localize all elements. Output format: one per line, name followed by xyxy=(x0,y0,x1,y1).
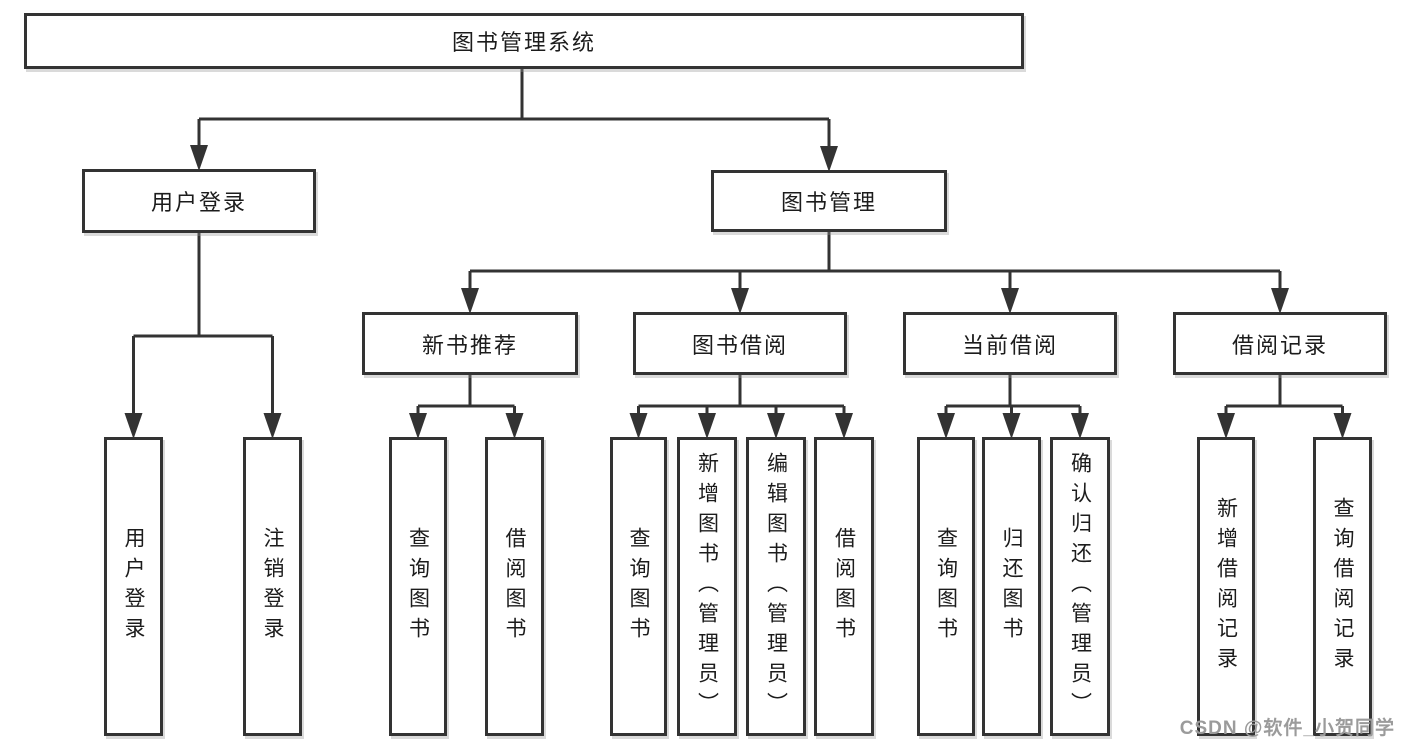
node-label: 查询图书 xyxy=(406,526,430,647)
node-label: 借阅记录 xyxy=(1231,332,1328,358)
node-label: 查询图书 xyxy=(627,526,650,647)
node-label: 当前借阅 xyxy=(961,332,1058,358)
leaf-confirm-return-admin: 确认归还（管理员） xyxy=(1050,437,1110,736)
node-current-borrowing: 当前借阅 xyxy=(903,312,1117,375)
node-label: 新增借阅记录 xyxy=(1214,496,1238,677)
node-label: 借阅图书 xyxy=(503,526,526,647)
leaf-query-books: 查询图书 xyxy=(917,437,975,736)
node-label: 确认归还（管理员） xyxy=(1068,451,1092,722)
leaf-edit-books-admin: 编辑图书（管理员） xyxy=(746,437,806,736)
node-book-management: 图书管理 xyxy=(711,170,947,232)
leaf-borrow-books: 借阅图书 xyxy=(814,437,874,736)
node-label: 图书管理 xyxy=(780,190,877,215)
node-label: 图书管理系统 xyxy=(451,30,596,55)
csdn-watermark: CSDN @软件_小贺同学 xyxy=(1179,718,1395,739)
node-book-borrowing: 图书借阅 xyxy=(633,312,847,375)
leaf-add-books-admin: 新增图书（管理员） xyxy=(677,437,737,736)
node-label: 新书推荐 xyxy=(421,332,518,358)
leaf-query-borrow-record: 查询借阅记录 xyxy=(1313,437,1372,736)
leaf-user-login: 用户登录 xyxy=(104,437,163,736)
node-label: 归还图书 xyxy=(1000,526,1023,647)
node-label: 图书借阅 xyxy=(691,332,788,358)
node-label: 查询图书 xyxy=(934,526,958,647)
leaf-borrow-books: 借阅图书 xyxy=(485,437,544,736)
node-label: 新增图书（管理员） xyxy=(695,451,719,722)
node-borrowing-records: 借阅记录 xyxy=(1173,312,1387,375)
node-label: 借阅图书 xyxy=(832,526,856,647)
leaf-return-books: 归还图书 xyxy=(982,437,1041,736)
node-label: 用户登录 xyxy=(150,190,247,215)
node-label: 注销登录 xyxy=(261,526,284,647)
node-user-login: 用户登录 xyxy=(82,169,316,233)
node-library-system: 图书管理系统 xyxy=(24,13,1024,69)
node-new-book-recommend: 新书推荐 xyxy=(362,312,578,375)
leaf-query-books: 查询图书 xyxy=(389,437,447,736)
node-label: 用户登录 xyxy=(122,526,145,647)
arrowheads xyxy=(124,145,1352,439)
leaf-logout: 注销登录 xyxy=(243,437,302,736)
node-label: 编辑图书（管理员） xyxy=(764,451,788,722)
leaf-add-borrow-record: 新增借阅记录 xyxy=(1197,437,1255,736)
leaf-query-books: 查询图书 xyxy=(610,437,667,736)
node-label: 查询借阅记录 xyxy=(1331,496,1354,677)
